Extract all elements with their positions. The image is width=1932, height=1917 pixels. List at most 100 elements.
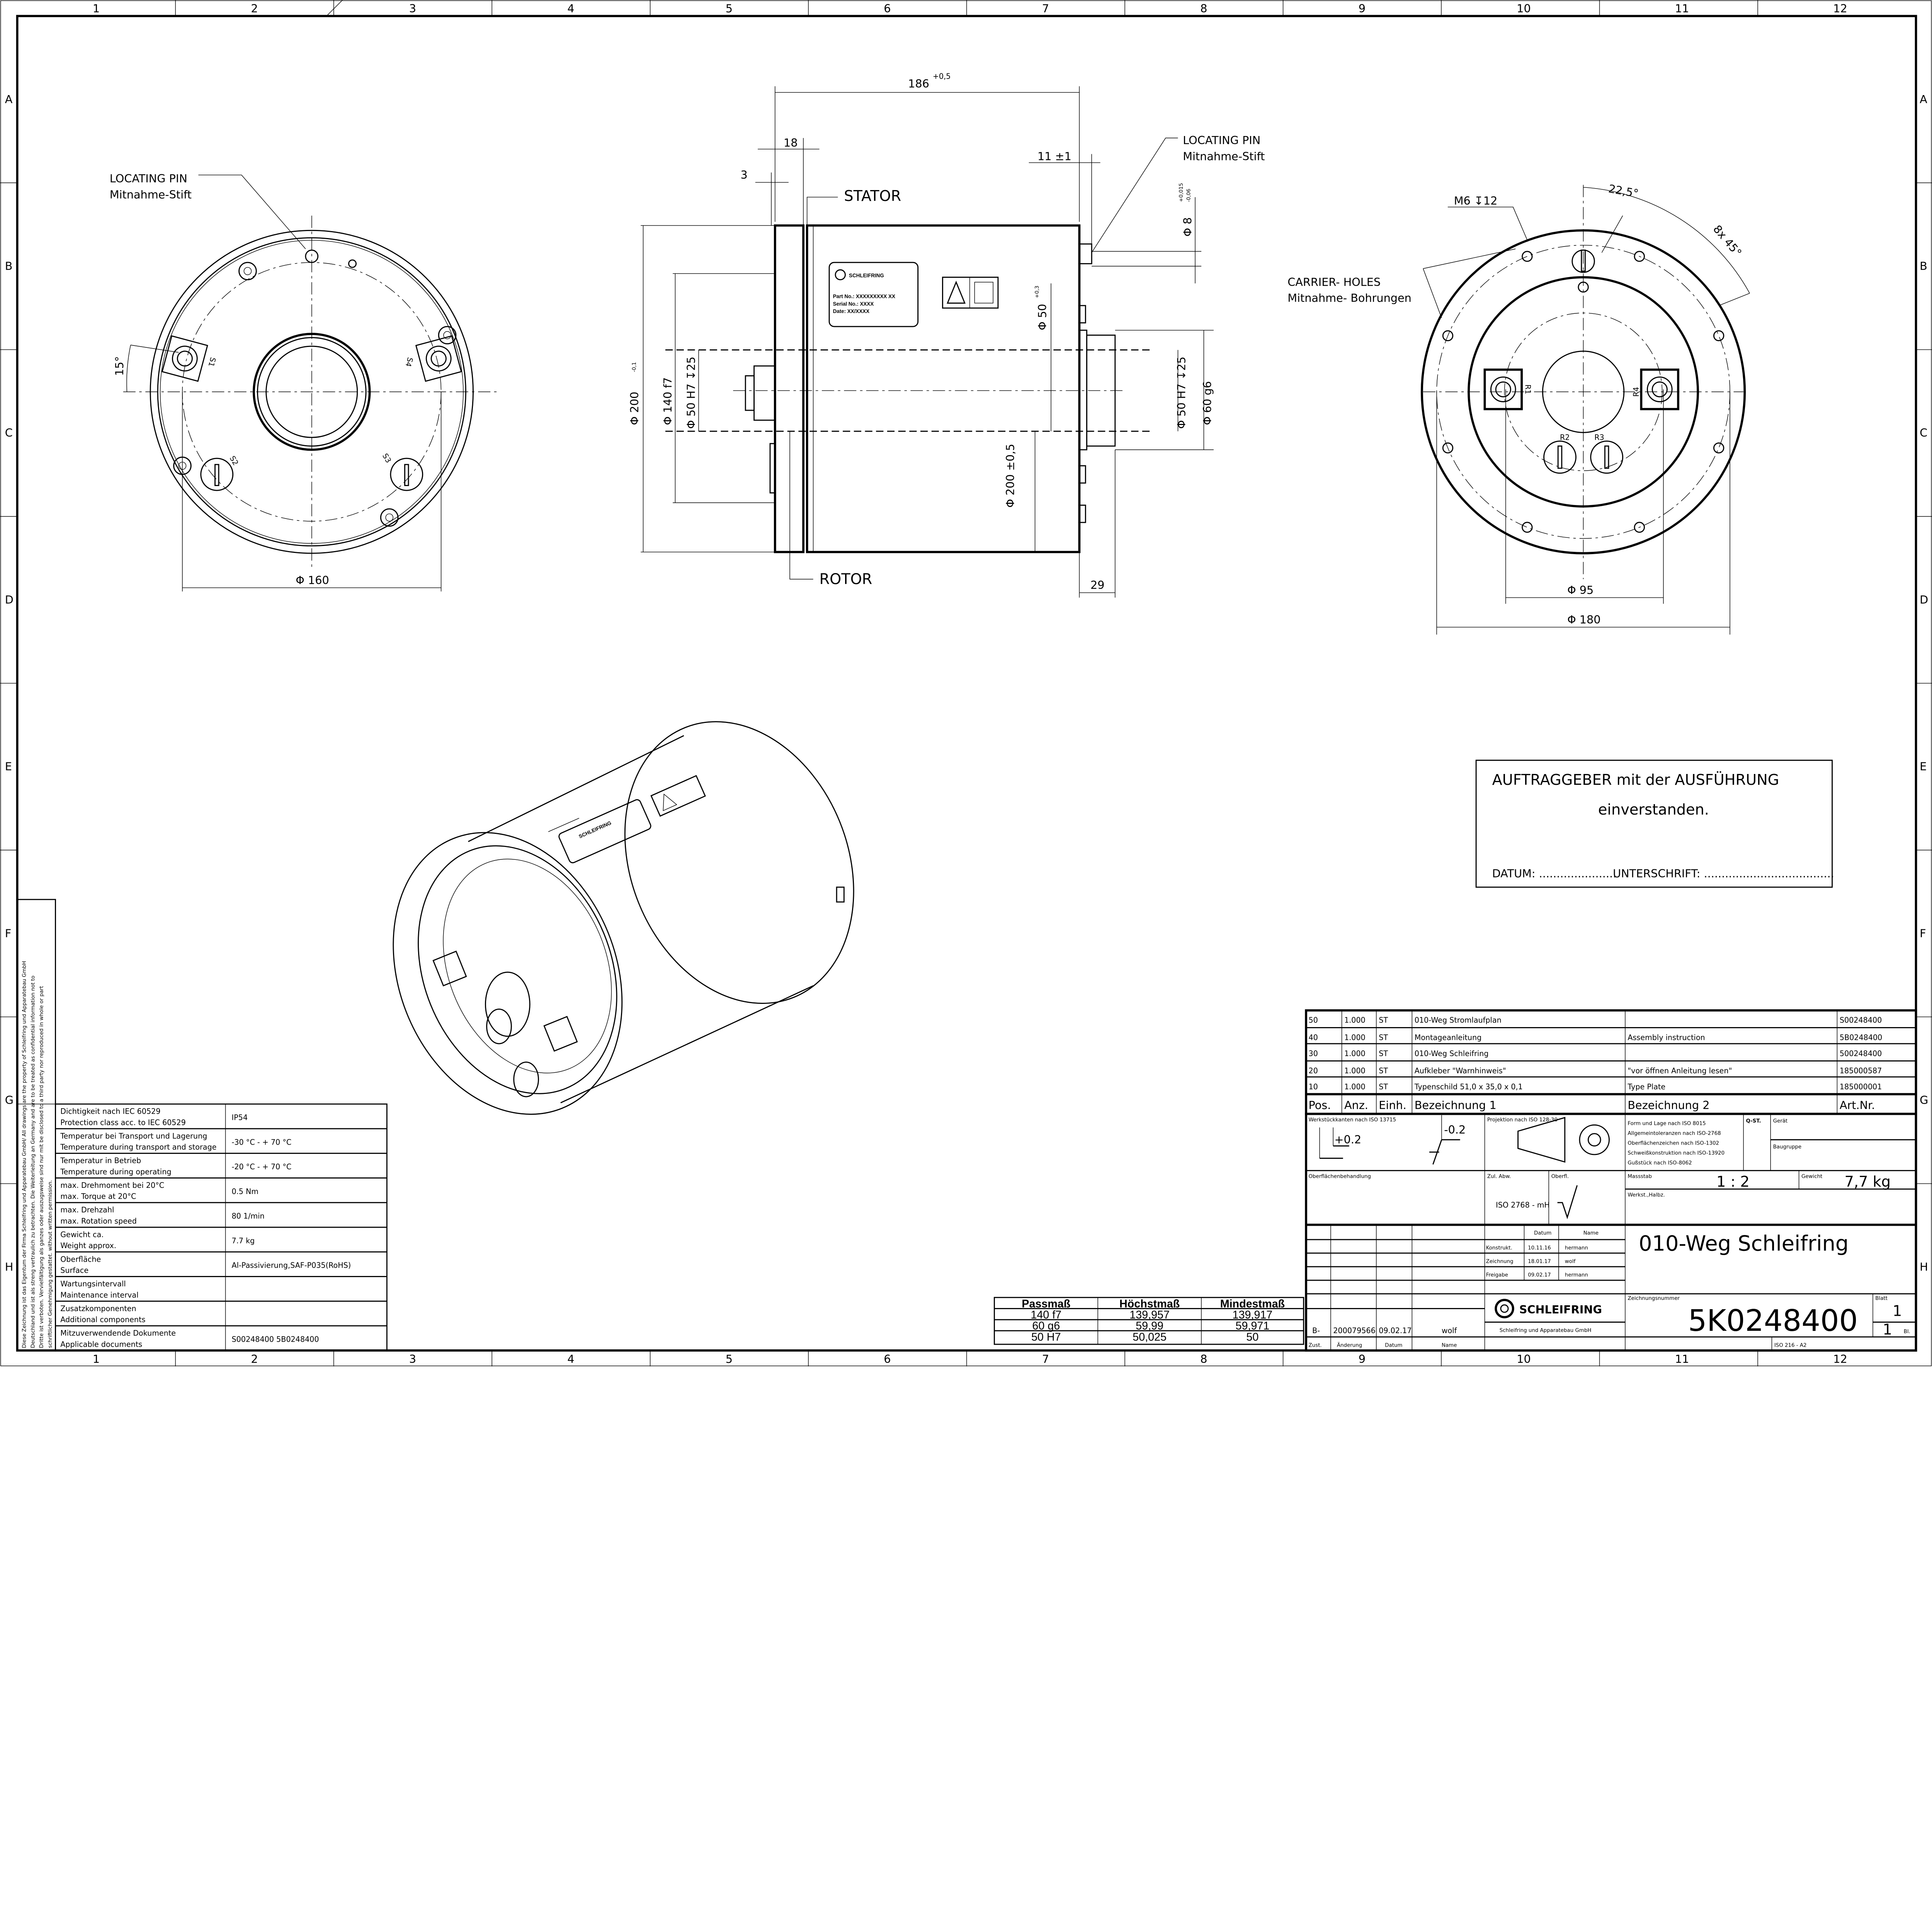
- grid-row-label: H: [5, 1260, 14, 1274]
- revision-header: Name: [1442, 1342, 1457, 1348]
- rear-view: R1 R2 R3 R4 M6 ↧12 22,5° 8x 45° CARRIER-…: [1287, 182, 1750, 635]
- carrier-holes-label: CARRIER- HOLES: [1287, 276, 1381, 289]
- connector-s4-icon: [415, 335, 462, 382]
- sheet-count-label: Bl.: [1904, 1329, 1910, 1335]
- parts-cell: 010-Weg Stromlaufplan: [1415, 1016, 1502, 1025]
- approval-date-field[interactable]: DATUM: ......................: [1492, 867, 1617, 880]
- sheet-number: 1: [1893, 1303, 1902, 1320]
- approval-signature-field[interactable]: UNTERSCHRIFT: ..........................…: [1613, 867, 1834, 880]
- parts-header: Pos.: [1308, 1099, 1331, 1112]
- diameter-dimension: Φ 180: [1567, 613, 1600, 626]
- bore-diameter: Φ 50: [1036, 304, 1049, 330]
- spec-value: S00248400 5B0248400: [231, 1335, 319, 1344]
- connector-r1-icon: [1483, 368, 1523, 410]
- standard-item: Form und Lage nach ISO 8015: [1628, 1121, 1706, 1126]
- parts-header: Einh.: [1379, 1099, 1406, 1112]
- standard-item: Gußstück nach ISO-8062: [1628, 1160, 1692, 1166]
- plug-r3-icon: [1590, 441, 1624, 474]
- disclaimer-line: Dritte ist verboten. Vervielfältigung al…: [39, 986, 45, 1348]
- grid-row-label: H: [1920, 1260, 1928, 1274]
- grid-column-label: 8: [1200, 1352, 1207, 1366]
- fits-cell: 59,99: [1136, 1320, 1163, 1332]
- spec-value: IP54: [231, 1113, 248, 1122]
- fits-cell: 50 H7: [1031, 1331, 1061, 1343]
- locating-pin-hole: [305, 249, 319, 263]
- parts-cell: ST: [1379, 1016, 1388, 1025]
- length-dimension: 186: [908, 77, 929, 90]
- connector-label: S3: [381, 452, 393, 464]
- material-label: Werkst.,Halbz.: [1628, 1192, 1665, 1198]
- grid-row-label: C: [5, 426, 13, 439]
- parts-cell: 185000587: [1840, 1066, 1882, 1075]
- grid-column-label: 6: [884, 2, 891, 15]
- parts-cell: S00248400: [1840, 1016, 1882, 1025]
- grid-column-label: 4: [567, 1352, 574, 1366]
- spec-value: 7.7 kg: [231, 1236, 255, 1245]
- parts-cell: Type Plate: [1627, 1082, 1665, 1091]
- logo-text: SCHLEIFRING: [1519, 1303, 1602, 1316]
- dimension-18: 18: [784, 136, 798, 149]
- parts-cell: 1.000: [1344, 1082, 1366, 1091]
- carrier-holes-label-de: Mitnahme- Bohrungen: [1287, 291, 1412, 304]
- type-plate-line: Part No.: XXXXXXXXX XX: [833, 294, 895, 299]
- parts-cell: 20: [1308, 1066, 1318, 1075]
- parts-cell: 5B0248400: [1840, 1033, 1882, 1042]
- spec-label-de: Temperatur bei Transport und Lagerung: [60, 1131, 207, 1140]
- grid-row-label: G: [5, 1094, 14, 1107]
- carrier-hole: [1713, 442, 1725, 454]
- fastener-icons: [1078, 305, 1086, 523]
- parts-cell: 1.000: [1344, 1066, 1366, 1075]
- surface-label: Oberfl.: [1551, 1174, 1569, 1179]
- outer-diameter: Φ 200: [628, 392, 641, 425]
- grid-column-label: 10: [1517, 1352, 1531, 1366]
- disclaimer-line: Deutschland und ist als streng vertrauli…: [30, 976, 36, 1348]
- device-label: Gerät: [1773, 1118, 1788, 1124]
- assembly-label: Baugruppe: [1773, 1144, 1802, 1150]
- approval-date: 10.11.16: [1528, 1245, 1551, 1251]
- company-logo: SCHLEIFRING: [1495, 1299, 1602, 1318]
- connector-label: R4: [1632, 387, 1641, 396]
- revision-grid-lines: [1306, 1239, 1916, 1351]
- grid-column-label: 5: [726, 2, 733, 15]
- carrier-hole: [1713, 330, 1725, 342]
- plug-s2-icon: [200, 458, 234, 491]
- parts-cell: "vor öffnen Anleitung lesen": [1628, 1066, 1732, 1075]
- paper-format: ISO 216 - A2: [1774, 1342, 1807, 1348]
- approval-name: hermann: [1565, 1245, 1588, 1251]
- grid-row-label: F: [5, 927, 12, 940]
- iso-type-plate: SCHLEIFRING: [558, 799, 651, 864]
- grid-column-label: 1: [93, 2, 100, 15]
- outer-diameter-tol: -0,1: [631, 362, 637, 372]
- grid-column-label: 4: [567, 2, 574, 15]
- carrier-hole: [1634, 522, 1645, 533]
- spec-label-en: Maintenance interval: [60, 1291, 138, 1300]
- grid-column-label: 5: [726, 1352, 733, 1366]
- scale-label: Massstab: [1628, 1174, 1652, 1179]
- spec-value: -30 °C - + 70 °C: [231, 1138, 291, 1146]
- approval-date: 18.01.17: [1528, 1259, 1551, 1264]
- standards-list: Form und Lage nach ISO 8015Allgemeintole…: [1628, 1121, 1725, 1166]
- angle-pattern-dimension: 8x 45°: [1711, 223, 1744, 259]
- parts-cell: ST: [1379, 1066, 1388, 1075]
- parts-cell: 1.000: [1344, 1033, 1366, 1042]
- grid-column-label: 3: [409, 1352, 416, 1366]
- confidentiality-notice: Diese Zeichnung ist das Eigentum der Fir…: [17, 899, 56, 1351]
- screw-icons: [173, 262, 457, 527]
- connector-label: R3: [1594, 433, 1604, 442]
- plug-r2-icon: [1543, 441, 1577, 474]
- locating-pin-label-de: Mitnahme-Stift: [110, 188, 192, 201]
- grid-column-label: 12: [1833, 1352, 1847, 1366]
- bore-right: Φ 50 H7 ↧25: [1175, 357, 1188, 429]
- revision-state: B-: [1312, 1326, 1320, 1335]
- parts-cell: Aufkleber "Warnhinweis": [1415, 1066, 1506, 1075]
- housing-diameter: Φ 200 ±0,5: [1003, 444, 1017, 508]
- locating-pin-label: LOCATING PIN: [110, 172, 187, 185]
- edges-label: Werkstückkanten nach ISO 13715: [1308, 1117, 1396, 1123]
- spec-label-de: Zusatzkomponenten: [60, 1304, 136, 1313]
- approval-role: Konstrukt.: [1486, 1245, 1512, 1251]
